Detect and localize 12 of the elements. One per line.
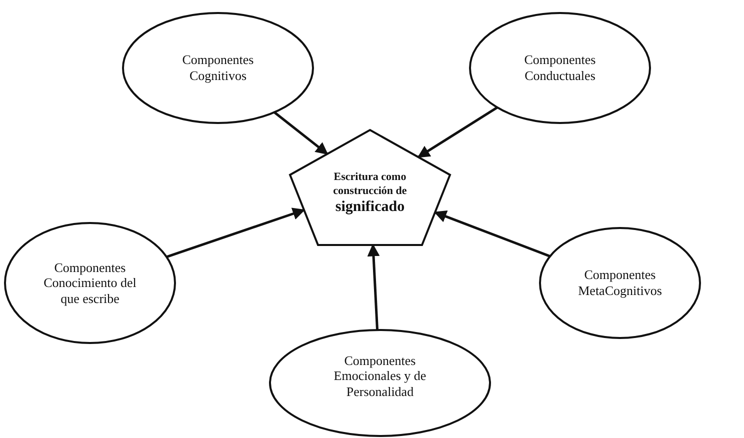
arrow [417,106,498,158]
arrow [367,244,380,330]
component-label: Componentes Cognitivos [181,52,255,84]
component-label: Componentes Conocimiento del que escribe [42,260,138,306]
arrow [166,208,306,258]
component-label: Componentes Conductuales [523,52,597,84]
component-label: Componentes MetaCognitivos [577,267,663,299]
arrow [274,111,328,155]
component-label: Componentes Emocionales y de Personalidad [332,352,428,400]
center-title: Escritura como construcción de [332,171,408,198]
arrow [434,210,551,258]
center-keyword: significado [335,198,405,216]
